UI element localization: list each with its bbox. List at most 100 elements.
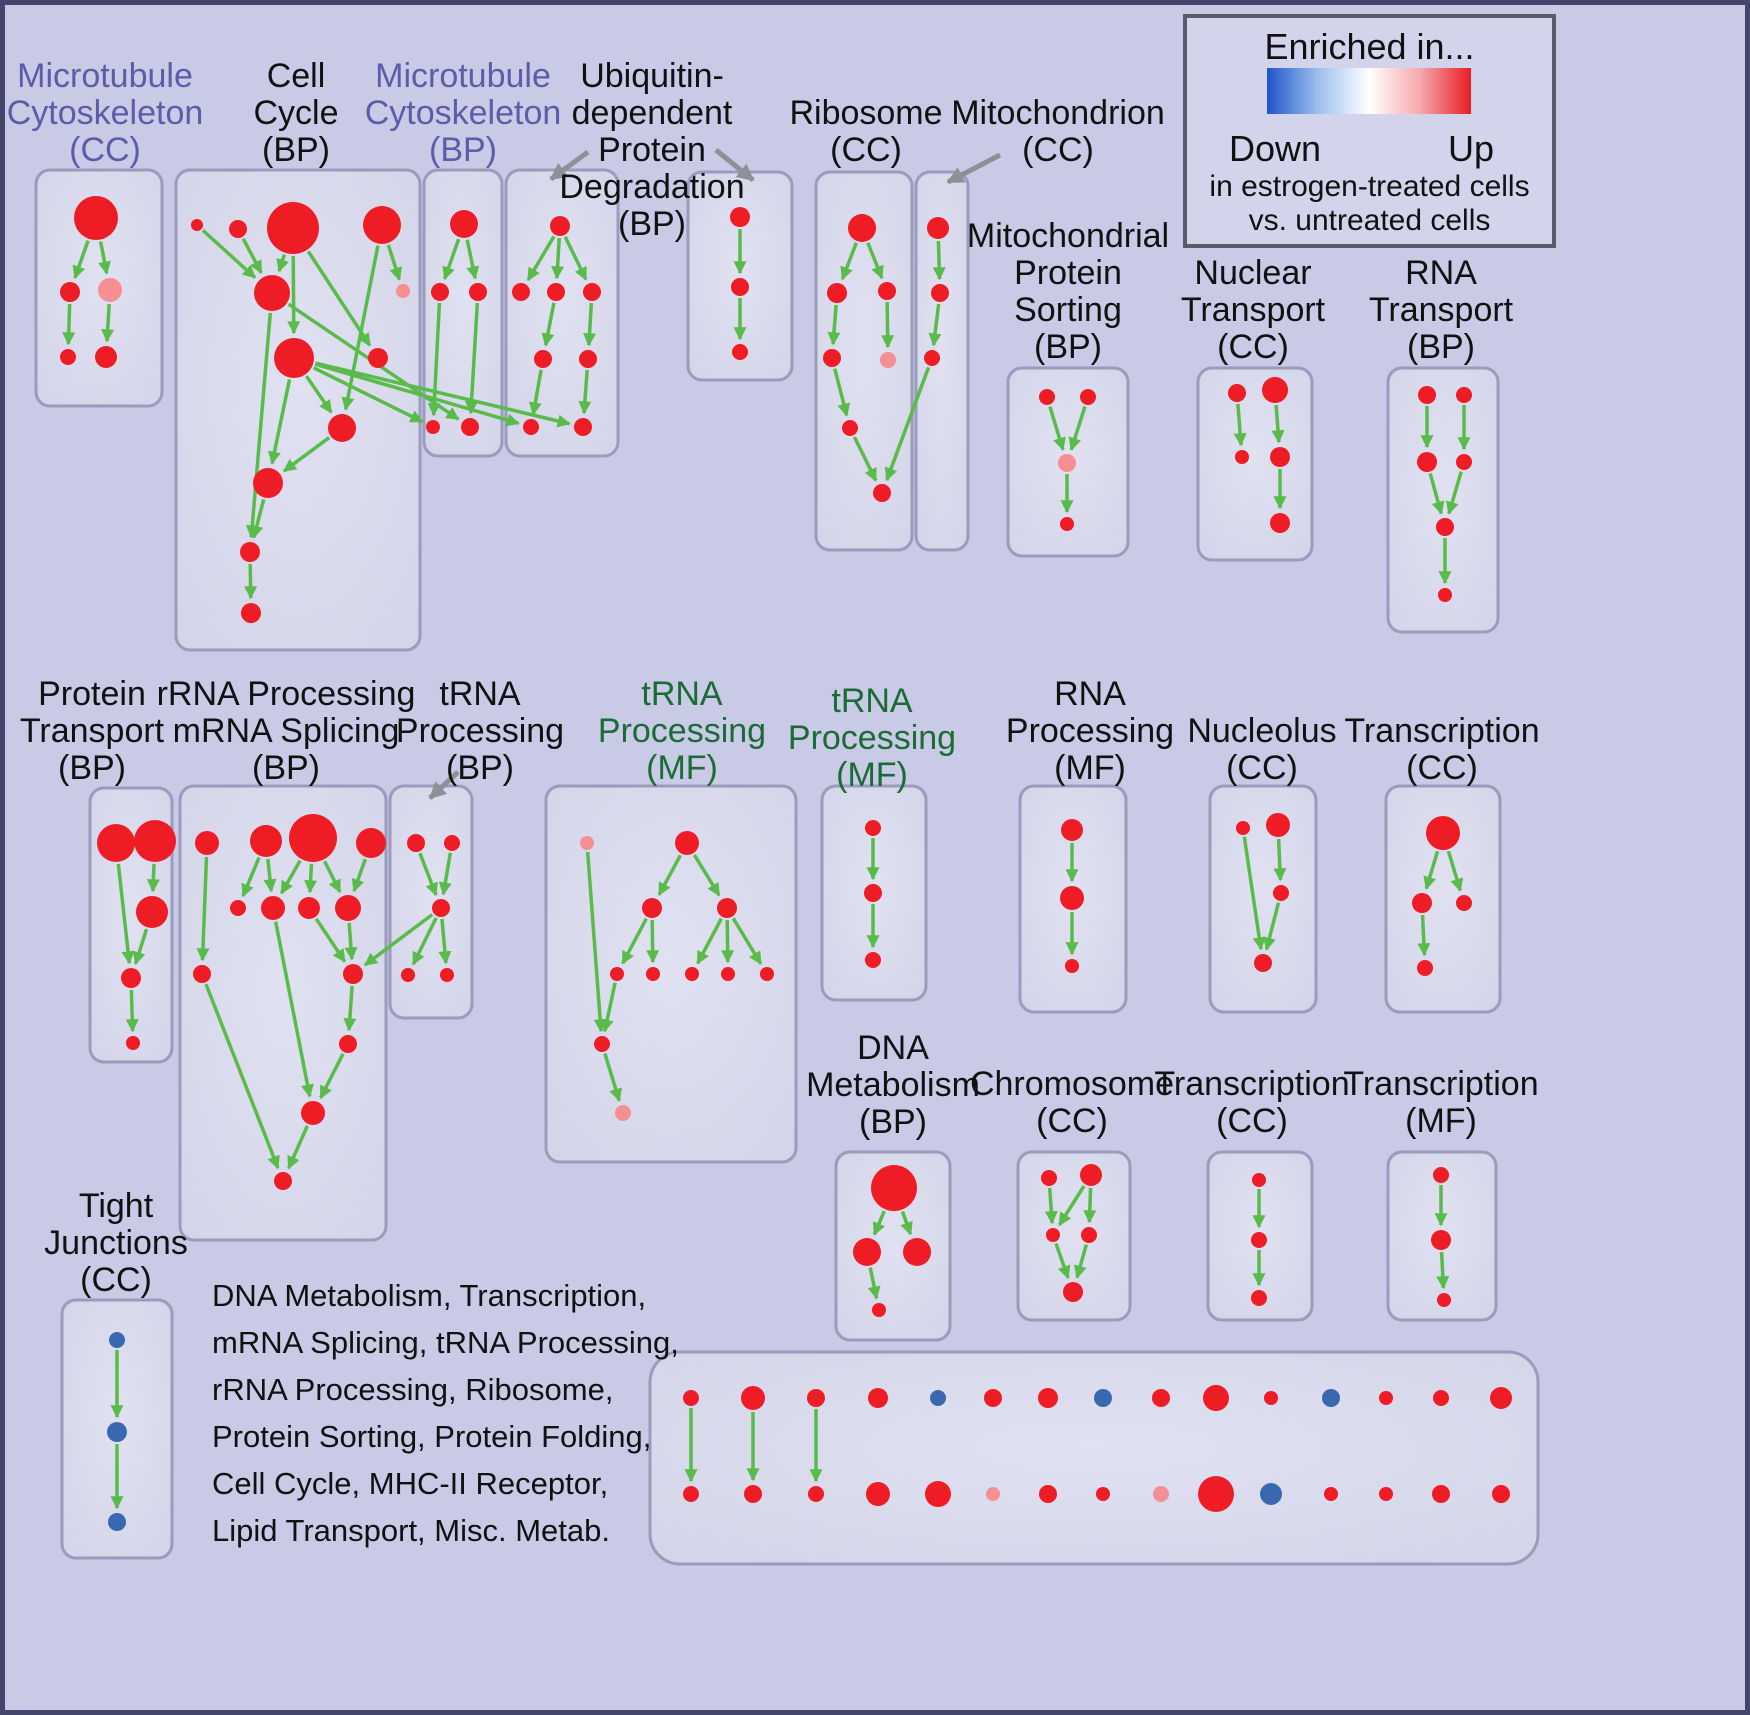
edge-mito-sort [1048, 406, 1066, 451]
edge-dna-metab [900, 1210, 913, 1236]
edge-nucleolus [1263, 902, 1281, 951]
node-transcription-cc-b-0 [1252, 1173, 1266, 1187]
edge-cross [363, 913, 434, 967]
node-ubiq-a-6 [523, 419, 539, 435]
node-nuc-transport-0 [1228, 384, 1246, 402]
edge-mitochondrion [928, 303, 942, 347]
legend: Enriched in... Down Up in estrogen-treat… [1183, 14, 1556, 248]
node-ribosome-5 [842, 420, 858, 436]
edge-mt-cc [72, 240, 90, 280]
edge-nucleolus [1242, 836, 1266, 951]
node-ribosome-2 [878, 282, 896, 300]
edge-trna-mf-a [731, 917, 763, 965]
node-ubiq-b-0 [730, 207, 750, 227]
node-trna-bp-0 [407, 834, 425, 852]
cluster-box-mitochondrion [914, 170, 970, 552]
edge-rrna-mrna [279, 859, 302, 895]
cluster-box-cell-cycle [174, 168, 422, 652]
node-trna-mf-b-1 [864, 884, 882, 902]
node-tight-junctions-1 [107, 1422, 127, 1442]
node-tight-junctions-2 [108, 1513, 126, 1531]
node-cell-cycle-2 [267, 202, 319, 254]
node-trna-bp-2 [432, 899, 450, 917]
node-ribosome-4 [880, 352, 896, 368]
node-trna-bp-1 [444, 835, 460, 851]
node-misc-pairs-26 [1433, 1390, 1449, 1406]
cluster-label-mt-cc: Microtubule Cytoskeleton (CC) [6, 57, 204, 169]
misc-categories-text: DNA Metabolism, Transcription, mRNA Spli… [212, 1278, 679, 1548]
edge-ubiq-a [563, 236, 588, 281]
edge-nucleolus [1273, 838, 1287, 882]
node-rna-transport-3 [1456, 454, 1472, 470]
cluster-label-trna-mf-a: tRNA Processing (MF) [597, 675, 767, 787]
cluster-label-transcription-cc-b: Transcription (CC) [1154, 1065, 1350, 1140]
cluster-label-tight-junctions: Tight Junctions (CC) [44, 1187, 188, 1299]
cluster-box-transcription-cc-a [1384, 784, 1502, 1014]
annotation-arrow-0 [549, 149, 590, 182]
node-cell-cycle-5 [396, 284, 410, 298]
edge-mt-cc [101, 303, 115, 343]
cluster-label-cell-cycle: Cell Cycle (BP) [253, 57, 339, 169]
cluster-box-mt-bp [422, 168, 504, 458]
legend-caption: in estrogen-treated cells vs. untreated … [1209, 170, 1530, 237]
node-trna-mf-a-4 [610, 967, 624, 981]
edge-cross [314, 362, 520, 427]
edge-cell-cycle [268, 379, 292, 465]
node-ribosome-1 [827, 283, 847, 303]
node-misc-pairs-6 [868, 1388, 888, 1408]
node-trna-mf-a-5 [646, 967, 660, 981]
node-transcription-mf-1 [1431, 1230, 1451, 1250]
cluster-box-chromosome [1016, 1150, 1132, 1322]
edge-ubiq-a [526, 235, 556, 282]
node-trna-mf-b-0 [865, 820, 881, 836]
edge-cell-cycle [201, 229, 257, 279]
edge-mitochondrion [932, 240, 946, 281]
edge-chromosome [1057, 1185, 1086, 1226]
edge-rrna-mrna [287, 1125, 309, 1170]
edge-rrna-mrna [319, 1053, 345, 1099]
node-mt-cc-4 [95, 346, 117, 368]
cluster-label-trna-bp: tRNA Processing (BP) [395, 675, 565, 787]
edge-trna-mf-a [600, 982, 617, 1033]
cluster-box-nucleolus [1208, 784, 1318, 1014]
node-trna-mf-b-2 [865, 952, 881, 968]
node-misc-pairs-22 [1322, 1389, 1340, 1407]
node-trna-mf-a-3 [717, 898, 737, 918]
node-transcription-cc-b-1 [1251, 1232, 1267, 1248]
node-rrna-mrna-7 [335, 895, 361, 921]
node-rna-proc-1 [1060, 886, 1084, 910]
node-ribosome-6 [873, 484, 891, 502]
node-mt-bp-4 [461, 418, 479, 436]
node-mt-cc-2 [98, 278, 122, 302]
node-misc-pairs-18 [1203, 1385, 1229, 1411]
node-misc-pairs-1 [683, 1486, 699, 1502]
node-cell-cycle-8 [328, 414, 356, 442]
edge-trna-bp [438, 918, 452, 965]
node-chromosome-4 [1063, 1282, 1083, 1302]
edge-cell-cycle [287, 255, 301, 335]
edge-cell-cycle [245, 312, 273, 539]
node-misc-pairs-17 [1153, 1486, 1169, 1502]
edge-transcription-cc-a [1417, 914, 1431, 957]
edge-transcription-cc-a [1446, 850, 1464, 892]
edge-trna-mf-a [696, 917, 723, 965]
node-rrna-mrna-0 [195, 831, 219, 855]
node-mt-bp-2 [469, 283, 487, 301]
node-chromosome-2 [1046, 1228, 1060, 1242]
node-mt-bp-1 [431, 283, 449, 301]
cluster-label-rna-proc: RNA Processing (MF) [1005, 675, 1175, 787]
edge-cell-cycle [304, 375, 333, 414]
node-mito-sort-2 [1058, 454, 1076, 472]
node-dna-metab-0 [871, 1165, 917, 1211]
edge-protein-transport [132, 928, 149, 965]
cluster-label-rna-transport: RNA Transport (BP) [1368, 254, 1514, 366]
node-rrna-mrna-8 [193, 965, 211, 983]
node-ubiq-a-3 [583, 283, 601, 301]
edge-mt-bp [465, 239, 480, 280]
node-mitochondrion-2 [924, 350, 940, 366]
cluster-label-nuc-transport: Nuclear Transport (CC) [1180, 254, 1326, 366]
node-nuc-transport-1 [1262, 377, 1288, 403]
node-rrna-mrna-6 [298, 897, 320, 919]
annotation-arrow-1 [714, 148, 755, 182]
